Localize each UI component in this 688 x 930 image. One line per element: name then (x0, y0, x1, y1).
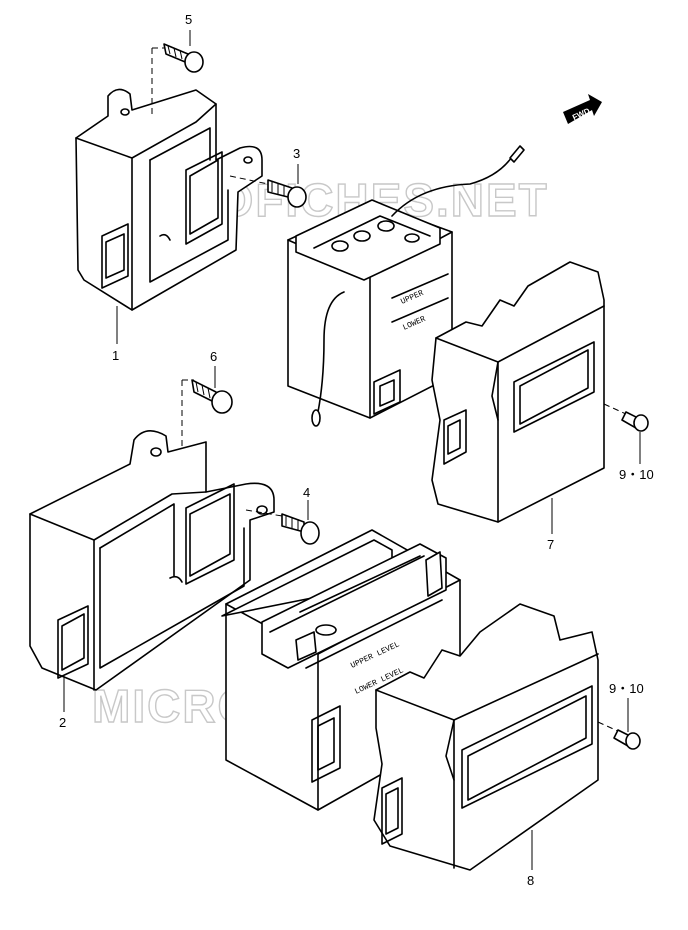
upper-battery: UPPER LOWER (287, 199, 453, 419)
upper-battery-holder (75, 88, 263, 311)
bolt-5 (151, 43, 204, 118)
callout-3: 3 (293, 146, 300, 161)
screw-9-10-upper (603, 403, 649, 432)
bolt-6 (181, 379, 233, 450)
callout-5: 5 (185, 12, 192, 27)
callout-6: 6 (210, 349, 217, 364)
lower-battery-holder (29, 430, 275, 691)
callout-2: 2 (59, 715, 66, 730)
lower-battery-cover (373, 603, 599, 871)
callout-8: 8 (527, 873, 534, 888)
breather-tube (311, 145, 525, 427)
screw-9-10-lower (597, 721, 641, 750)
callout-9-10-lower: 9・10 (609, 681, 644, 696)
upper-battery-cover (431, 261, 605, 523)
fwd-arrow-icon: FWD (563, 94, 602, 124)
callout-4: 4 (303, 485, 310, 500)
bolt-3 (229, 175, 307, 208)
callout-9-10-upper: 9・10 (619, 467, 654, 482)
callout-1: 1 (112, 348, 119, 363)
bolt-4 (245, 509, 320, 545)
callout-7: 7 (547, 537, 554, 552)
